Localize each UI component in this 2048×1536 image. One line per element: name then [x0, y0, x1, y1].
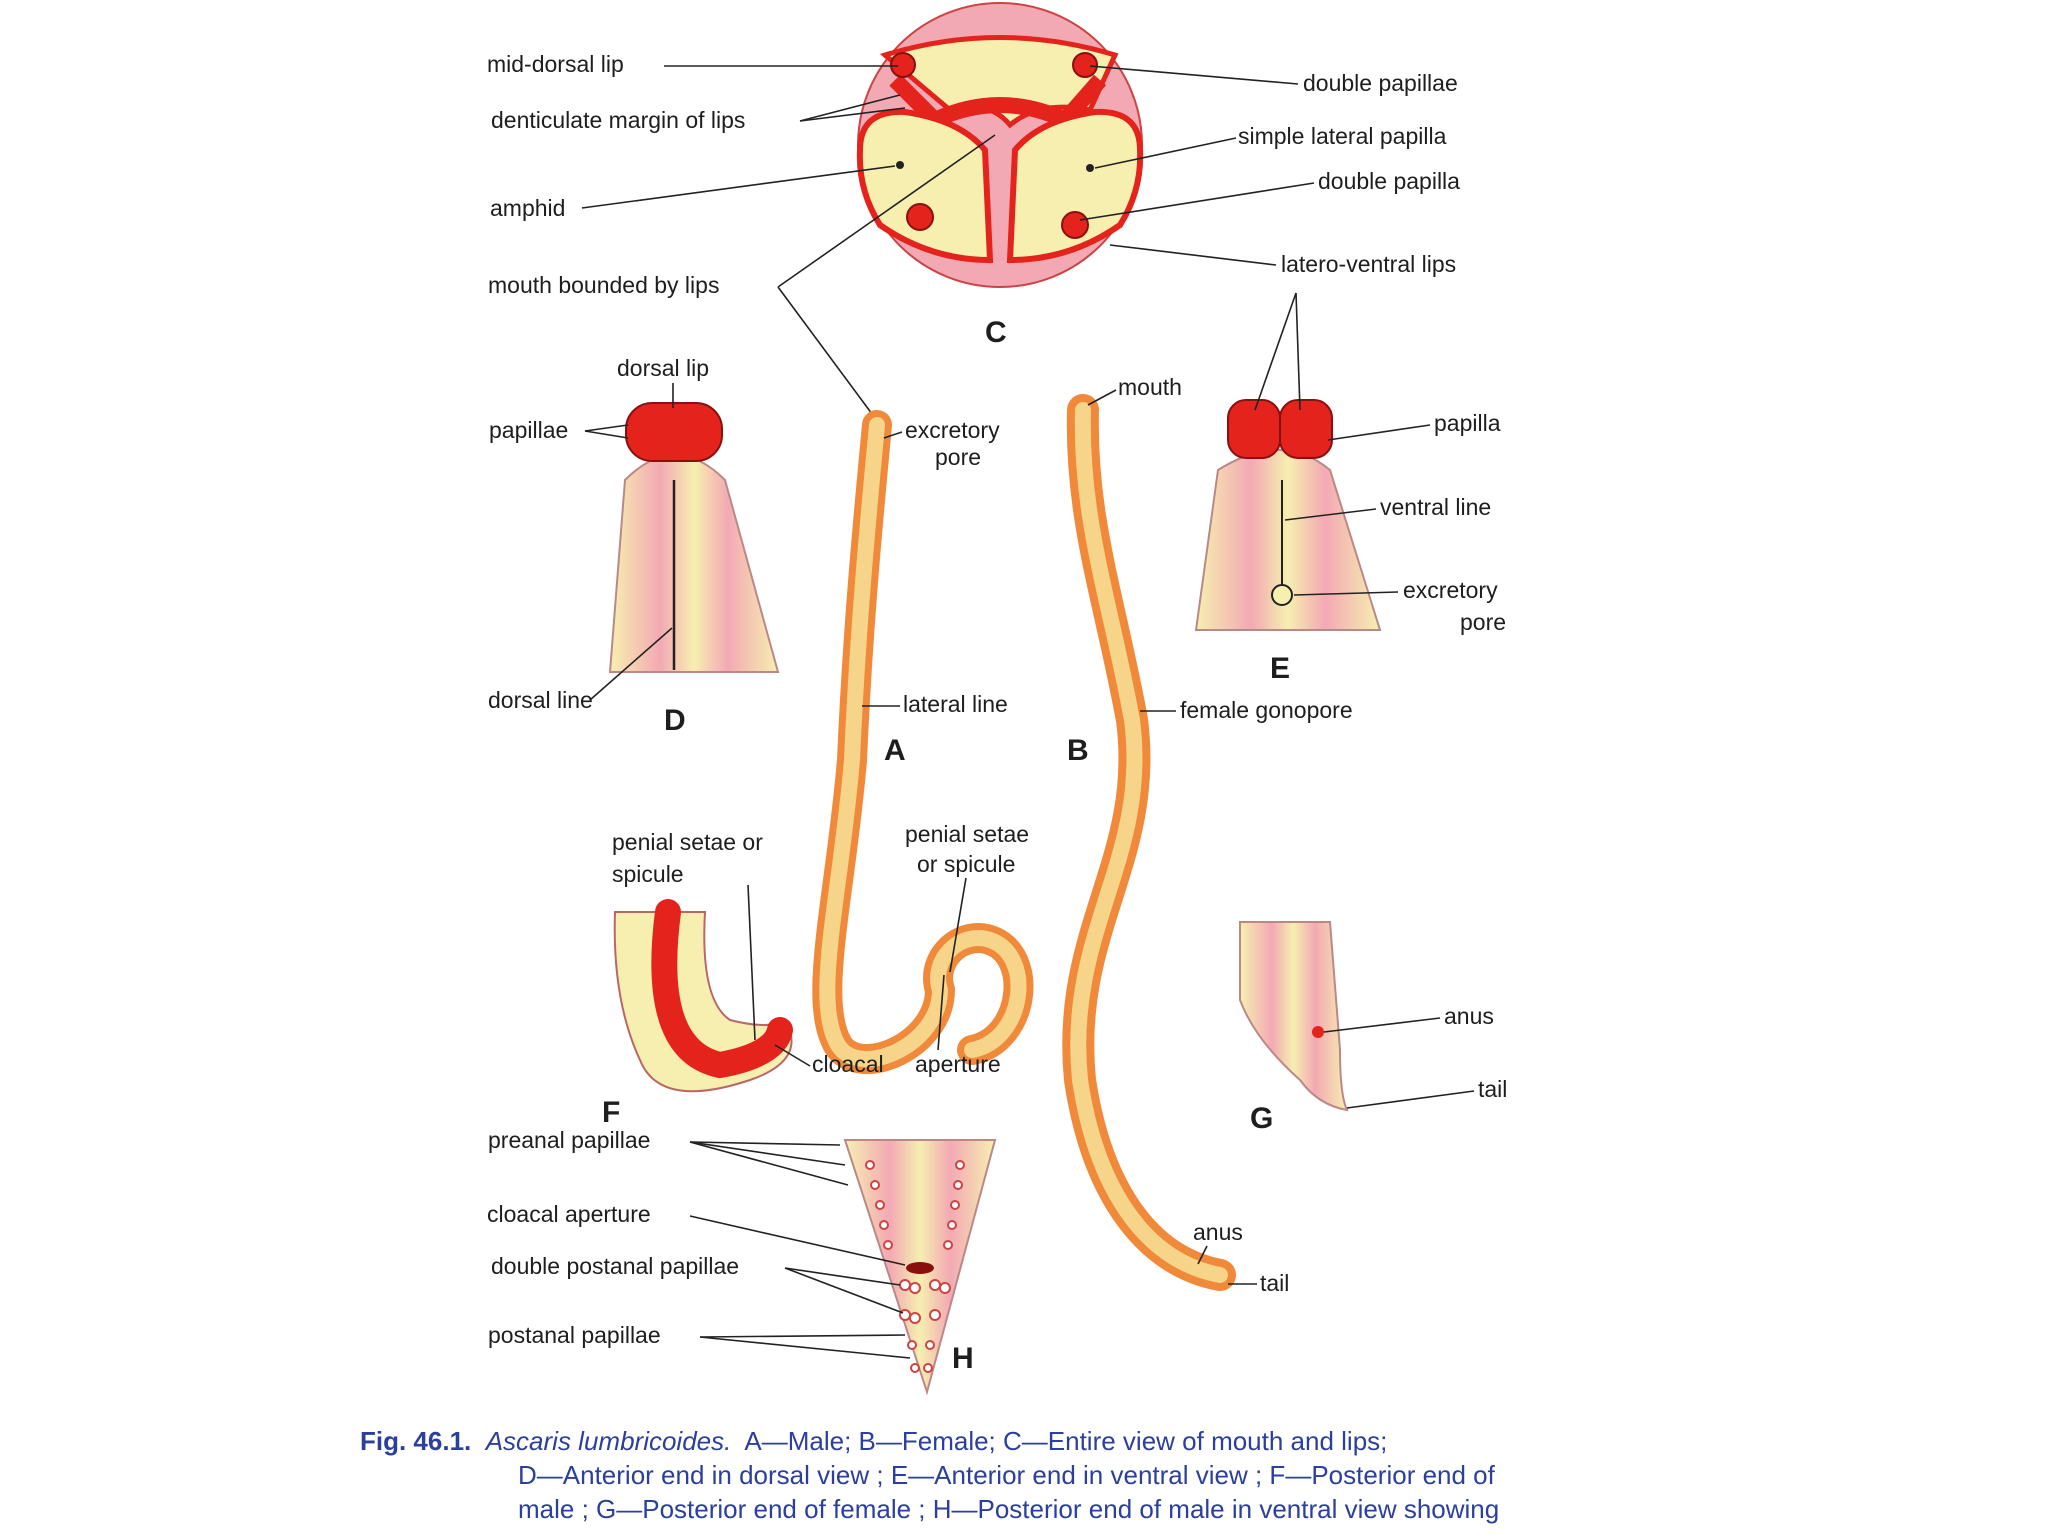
label-double-papilla: double papilla: [1318, 168, 1460, 194]
d-body: [610, 455, 778, 672]
letter-a: A: [884, 734, 906, 767]
label-papilla: papilla: [1434, 410, 1501, 436]
e-excretory-pore: [1272, 585, 1292, 605]
label-amphid: amphid: [490, 195, 565, 221]
label-penial-f-2: spicule: [612, 861, 684, 887]
label-papillae: papillae: [489, 417, 568, 443]
label-mouth-bounded: mouth bounded by lips: [488, 272, 719, 298]
label-penial-f-1: penial setae or: [612, 829, 763, 855]
figure-a-male: [827, 425, 1018, 1059]
figure-f-male-posterior: [615, 912, 792, 1091]
label-tail-g: tail: [1478, 1076, 1507, 1102]
papilla-dorsal-right: [1073, 53, 1097, 77]
letter-c: C: [985, 316, 1007, 349]
g-body: [1240, 922, 1347, 1110]
label-ventral-line: ventral line: [1380, 494, 1491, 520]
caption-line-3: male ; G—Posterior end of female ; H—Pos…: [360, 1492, 1680, 1526]
letter-b: B: [1067, 734, 1089, 767]
figure-e-ventral-view: [1196, 400, 1380, 630]
papilla-right-double: [1062, 212, 1088, 238]
label-female-gonopore: female gonopore: [1180, 697, 1353, 723]
caption-line-1: Fig. 46.1. Ascaris lumbricoides. A—Male;…: [360, 1424, 1680, 1458]
caption-fig-number: Fig. 46.1.: [360, 1426, 471, 1456]
caption-text-1: A—Male; B—Female; C—Entire view of mouth…: [744, 1426, 1387, 1456]
label-dorsal-lip: dorsal lip: [617, 355, 709, 381]
label-double-papillae: double papillae: [1303, 70, 1458, 96]
amphid-dot: [896, 161, 904, 169]
label-penial-a-2: or spicule: [917, 851, 1015, 877]
label-anus-g: anus: [1444, 1003, 1494, 1029]
caption-line-2: D—Anterior end in dorsal view ; E—Anteri…: [360, 1458, 1680, 1492]
h-cloacal-aperture: [906, 1262, 934, 1274]
label-simple-lateral-papilla: simple lateral papilla: [1238, 123, 1447, 149]
figure-b-female: [1078, 410, 1220, 1275]
label-lateral-line: lateral line: [903, 691, 1008, 717]
label-mid-dorsal-lip: mid-dorsal lip: [487, 51, 624, 77]
letter-e: E: [1270, 652, 1290, 685]
label-penial-a-1: penial setae: [905, 821, 1029, 847]
d-head: [626, 403, 722, 461]
label-excretory: excretory: [905, 417, 1000, 443]
papilla-dorsal-left: [891, 53, 915, 77]
e-lip-right: [1280, 400, 1332, 458]
letter-h: H: [952, 1342, 974, 1375]
label-double-postanal: double postanal papillae: [491, 1253, 739, 1279]
label-cloacal: cloacal: [812, 1051, 884, 1077]
label-excretory-e: excretory: [1403, 577, 1498, 603]
label-postanal-papillae: postanal papillae: [488, 1322, 661, 1348]
figure-caption: Fig. 46.1. Ascaris lumbricoides. A—Male;…: [360, 1424, 1680, 1526]
figure-g-female-posterior: [1240, 922, 1347, 1110]
label-mouth: mouth: [1118, 374, 1182, 400]
letter-f: F: [602, 1096, 620, 1129]
label-latero-ventral-lips: latero-ventral lips: [1281, 251, 1456, 277]
label-anus-b: anus: [1193, 1219, 1243, 1245]
label-cloacal-aperture: cloacal aperture: [487, 1201, 651, 1227]
label-preanal-papillae: preanal papillae: [488, 1127, 650, 1153]
figure-c-mouth-lips: [858, 3, 1142, 287]
letter-g: G: [1250, 1102, 1273, 1135]
e-lip-left: [1228, 400, 1280, 458]
lateral-papilla-dot: [1086, 164, 1094, 172]
figure-d-dorsal-view: [610, 403, 778, 672]
b-body-core: [1078, 410, 1220, 1275]
label-tail-b: tail: [1260, 1270, 1289, 1296]
g-anus: [1312, 1026, 1324, 1038]
papilla-left-double: [907, 204, 933, 230]
letter-d: D: [664, 704, 686, 737]
label-dorsal-line: dorsal line: [488, 687, 593, 713]
label-denticulate-margin: denticulate margin of lips: [491, 107, 745, 133]
label-pore: pore: [935, 444, 981, 470]
label-pore-e: pore: [1460, 609, 1506, 635]
label-aperture: aperture: [915, 1051, 1001, 1077]
left-lip-c: [860, 112, 990, 260]
caption-species: Ascaris lumbricoides.: [486, 1426, 732, 1456]
